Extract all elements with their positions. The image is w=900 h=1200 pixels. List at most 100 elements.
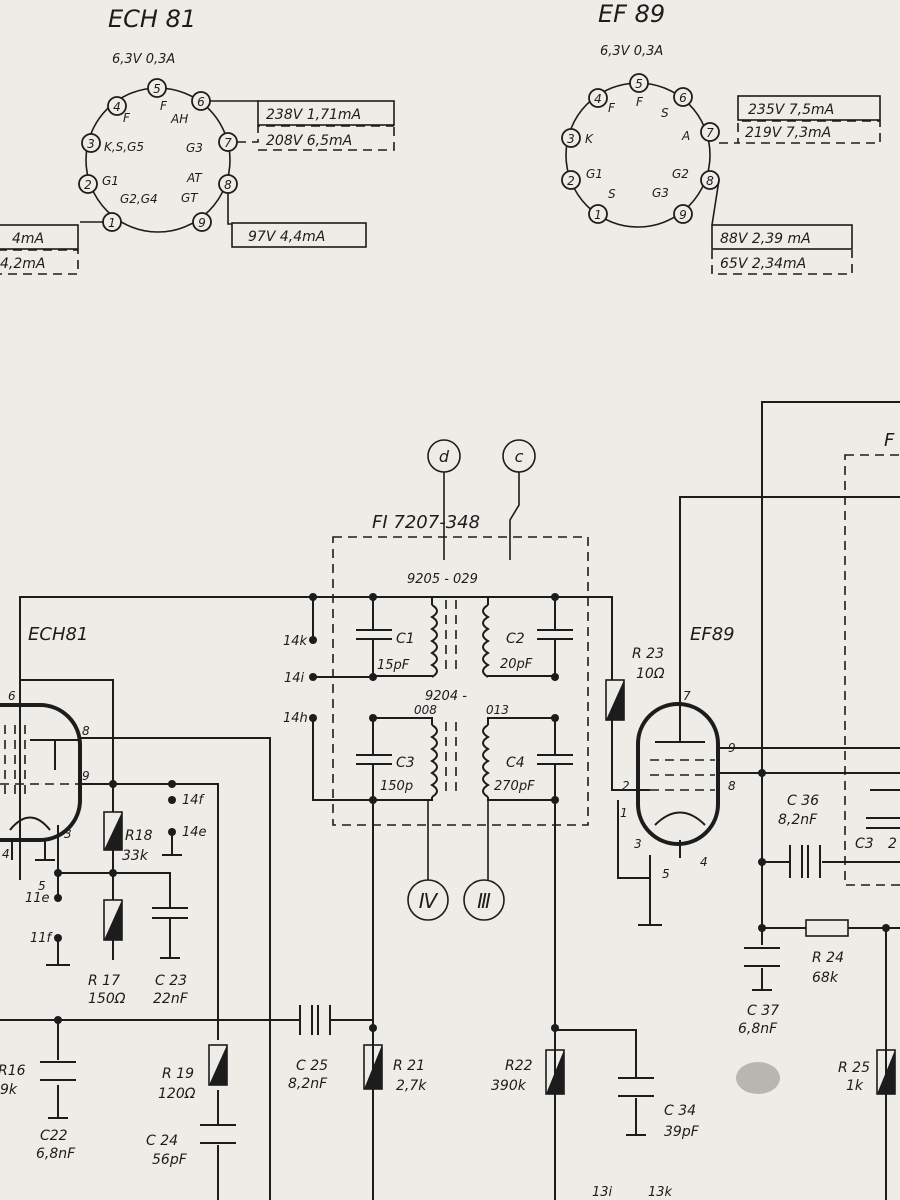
ech81-pin-5-num: 5 [38, 879, 46, 893]
l4-bottom-wire [487, 797, 555, 801]
ech81-pin1-reading-a: 4mA [12, 231, 44, 247]
terminal-14f: 14f [182, 793, 206, 808]
ef89-pin-5-num: 5 [662, 867, 670, 881]
ech81-heater-rating: 6,3V 0,3A [112, 52, 175, 67]
r19-value: 120Ω [158, 1086, 196, 1102]
ech81-pins: 5 6 7 8 9 1 2 3 4 [78, 78, 238, 232]
r16-value: 9k [0, 1082, 18, 1098]
ef89-label-g2: G2 [672, 167, 689, 181]
ech81-pin-3 [81, 133, 101, 153]
ech81-pin1-box-b [0, 249, 79, 275]
connector-IV [407, 879, 449, 921]
l3-bottom-wire [373, 797, 433, 801]
ef89-pin7-box-a [737, 95, 881, 121]
c24-value: 56pF [152, 1152, 188, 1168]
ef89-pin-1-label: 1 [594, 208, 602, 222]
ech81-pin6-box-b [237, 125, 395, 151]
coil-bot-code-a: 9204 - [425, 689, 467, 704]
ef89-pin8-lead [711, 179, 720, 226]
ef89-pin-6-label: 6 [679, 91, 687, 105]
ech81-label-at: AT [186, 171, 203, 185]
ech81-pin-7-label: 7 [224, 136, 232, 150]
l1-top-wire [373, 596, 433, 605]
c36-value: 8,2nF [778, 812, 818, 828]
ef89-pin-7 [700, 122, 720, 142]
c37-value: 6,8nF [738, 1021, 778, 1037]
wire-ef89-anode [679, 496, 900, 725]
c24-ref: C 24 [146, 1133, 178, 1149]
c1-value: 15pF [377, 658, 410, 673]
coil-bot-code-c: 013 [486, 703, 509, 717]
ef89-pin-7-label: 7 [706, 126, 714, 140]
c22-value: 6,8nF [36, 1146, 76, 1162]
r21-value: 2,7k [396, 1078, 427, 1094]
wire-c34 [555, 1029, 637, 1078]
connector-III [463, 879, 505, 921]
ef89-pin7-box-b [719, 120, 881, 144]
ef89-tube [636, 702, 720, 858]
r21-ref: R 21 [393, 1058, 425, 1074]
ef89-pin-8-num: 8 [728, 779, 736, 793]
r23-value: 10Ω [636, 666, 665, 682]
ech81-pin-6-num: 6 [8, 689, 16, 703]
ef89-base-title: EF 89 [598, 0, 665, 28]
ech81-label-g3: G3 [186, 141, 203, 155]
l2-bottom-wire [487, 675, 555, 677]
terminal-14k: 14k [283, 634, 308, 649]
ef89-label-a: A [681, 129, 690, 143]
wire-c [509, 472, 520, 560]
ech81-pin6-box-a [257, 100, 395, 126]
terminal-14i: 14i [284, 671, 305, 686]
connector-c-label: c [515, 447, 524, 466]
ef89-tube-label: EF89 [690, 624, 735, 645]
c37-ref: C 37 [747, 1003, 779, 1019]
ef89-pin-3-num: 3 [634, 837, 642, 851]
ef89-pin-9-num: 9 [728, 741, 736, 755]
c3-ref: C3 [396, 755, 415, 771]
c36-ref: C 36 [787, 793, 819, 809]
if-transformer-code: FI 7207-348 [372, 512, 480, 533]
test-points [46, 636, 317, 966]
c34-ref: C 34 [664, 1103, 696, 1119]
ech81-pin-2 [78, 174, 98, 194]
if-transformer: d c FI 7207-348 9205 - 029 9204 - 008 01… [332, 439, 589, 921]
ech81-label-gt: GT [181, 191, 199, 205]
wire-ech81-8 [20, 679, 114, 810]
ech81-tube [0, 703, 82, 861]
capacitors [40, 817, 900, 1144]
ef89-pin7-reading-b: 219V 7,3mA [745, 125, 831, 141]
ef89-pin-7-num: 7 [683, 689, 691, 703]
ech81-pin-6-label: 6 [197, 95, 205, 109]
ef89-envelope [636, 702, 720, 846]
coil-bot-code-b: 008 [414, 703, 437, 717]
ef89-pin-5 [629, 73, 649, 93]
ef89-label-s2: S [608, 187, 616, 201]
paper-smudge [736, 1062, 780, 1094]
ef89-label-g1: G1 [586, 167, 603, 181]
ech81-pin-4 [107, 96, 127, 116]
ef89-pin-1-num: 1 [620, 806, 628, 820]
c23-ref: C 23 [155, 973, 187, 989]
ech81-electrode-labels: F F AH G3 AT GT G2,G4 G1 K,S,G5 [102, 99, 203, 206]
terminal-11f: 11f [30, 931, 54, 946]
ef89-label-g3: G3 [652, 186, 669, 200]
r16-ref: R16 [0, 1063, 26, 1079]
connector-III-label: Ⅲ [477, 889, 491, 913]
wire-ef89-cathode [617, 800, 650, 879]
ef89-pin-9 [673, 204, 693, 224]
ef89-pin8-reading-b: 65V 2,34mA [720, 256, 806, 272]
ech81-pin-5 [147, 78, 167, 98]
wire-cathode [58, 872, 171, 908]
ech81-base-diagram: ECH 81 6,3V 0,3A 5 6 7 8 9 1 2 3 4 F F A… [0, 5, 395, 275]
ef89-pin-3 [561, 128, 581, 148]
ech81-pin8-lead [227, 193, 232, 225]
ech81-socket-circle [85, 87, 231, 233]
connector-d-label: d [439, 447, 450, 466]
c34-value: 39pF [664, 1124, 700, 1140]
ech81-label-g2g4: G2,G4 [120, 192, 158, 206]
c25-ref: C 25 [296, 1058, 328, 1074]
ech81-pin-numbers: 6 8 9 3 4 5 [2, 689, 90, 893]
r19-ref: R 19 [162, 1066, 194, 1082]
ech81-pin-9 [192, 212, 212, 232]
ef89-heater-rating: 6,3V 0,3A [600, 44, 663, 59]
